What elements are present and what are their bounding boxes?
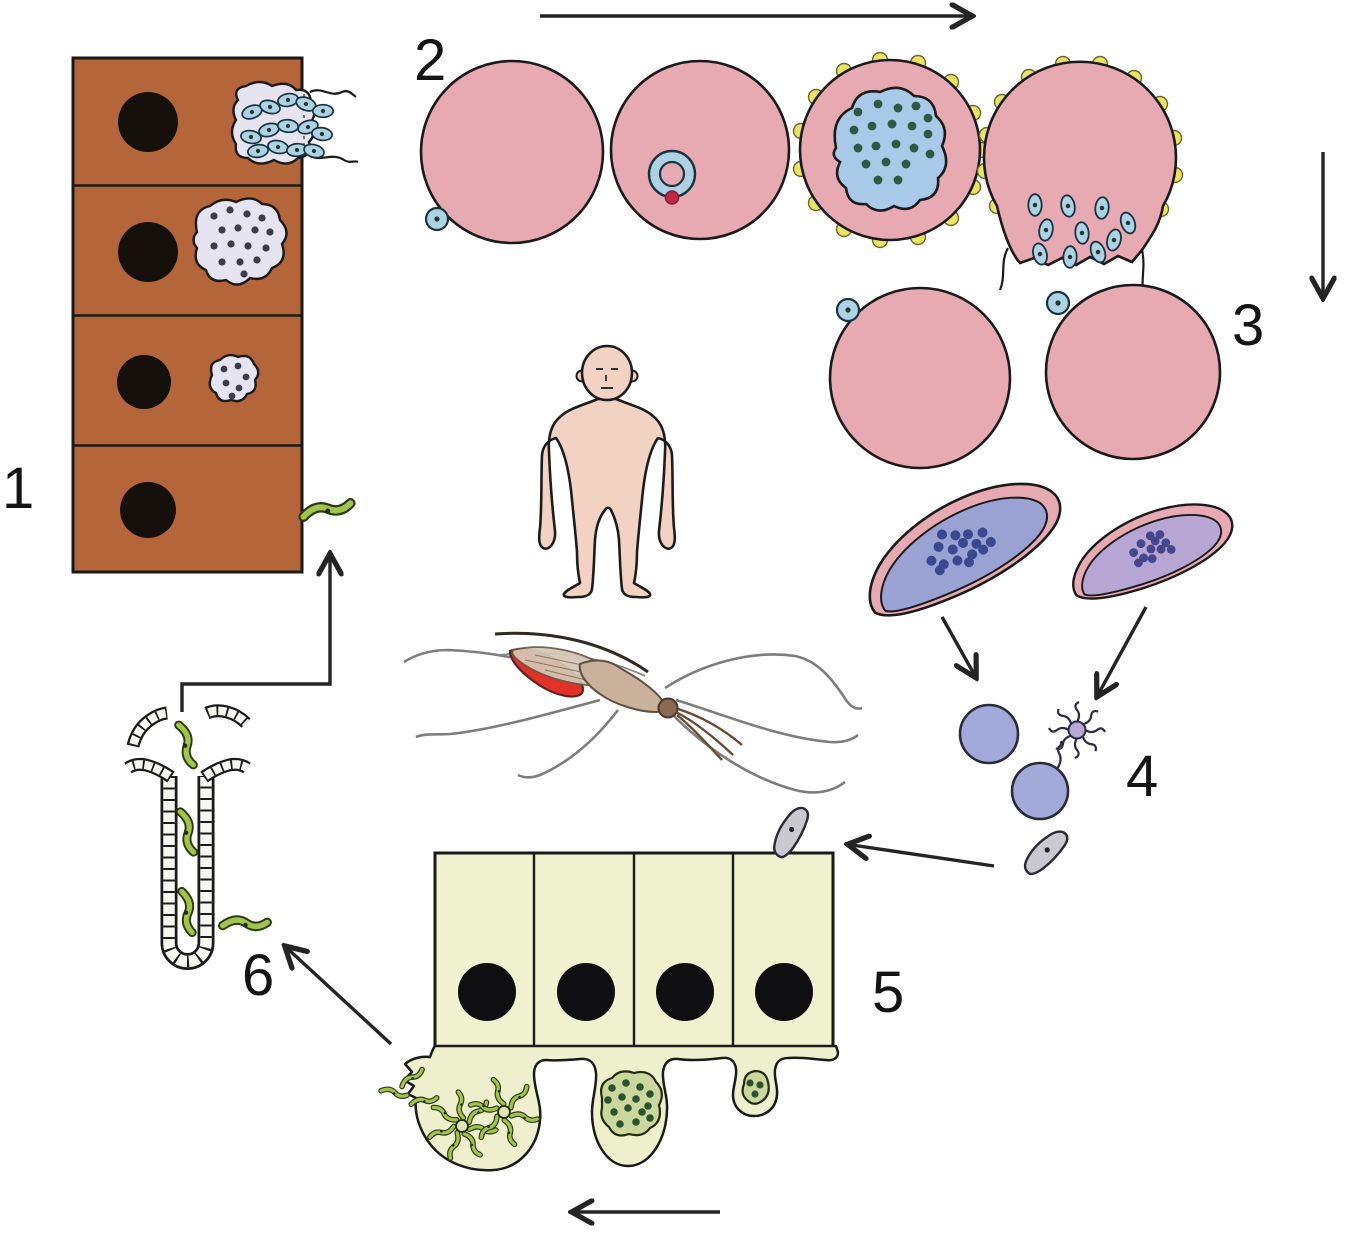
sporozoite-rosette (429, 1092, 496, 1158)
zygote-fertilization (1010, 740, 1070, 821)
sporozoite-at-liver (303, 503, 352, 517)
attaching-merozoite (835, 297, 861, 323)
human-body (537, 397, 677, 599)
liver-schizont-large (192, 197, 288, 286)
attaching-merozoite (424, 206, 450, 232)
oocyst-sporoblast (600, 1070, 663, 1137)
label-stage-2: 2 (414, 28, 446, 93)
label-stage-4: 4 (1126, 744, 1158, 809)
salivary-duct (124, 704, 251, 970)
midgut-nucleus (458, 963, 516, 1021)
rbc-schizont (792, 51, 990, 249)
arrow-microgametocyte-to-gamete (1099, 606, 1148, 693)
human-figure (537, 344, 677, 599)
arrow-ookinete-to-midgut (852, 845, 995, 868)
label-stage-5: 5 (872, 960, 904, 1025)
midgut-epithelium (433, 851, 835, 1052)
human-head (580, 344, 634, 402)
sporozoite-in-duct (180, 811, 194, 853)
hepatocyte-nucleus (120, 482, 176, 538)
label-stage-6: 6 (242, 943, 274, 1008)
rbc-gametocyte-infection-right (1044, 283, 1222, 461)
mosquito-thorax (578, 659, 665, 714)
label-stage-1: 1 (2, 456, 34, 521)
oocyst-ruptured-sporozoites (381, 1069, 537, 1158)
merosome-rupture (230, 80, 359, 165)
ookinete (1017, 824, 1075, 880)
mosquito (403, 631, 863, 794)
mosquito-antenna (494, 631, 649, 674)
mosquito-head (657, 697, 679, 719)
mosquito-legs (403, 648, 863, 794)
label-stage-3: 3 (1232, 293, 1264, 358)
duct-broken-segments (124, 704, 251, 783)
arrow-oocyst-to-sporozoite (288, 949, 393, 1046)
liver-cell-block (71, 56, 359, 574)
rbc-gametocyte-infection-left (828, 286, 1012, 470)
sporozoite-in-duct (182, 891, 193, 933)
exflagellating-microgamete (1048, 701, 1106, 759)
ring-chromatin-dot (664, 190, 680, 205)
arrow-sporozoite-to-liver (180, 558, 330, 712)
midgut-nucleus (656, 963, 714, 1021)
liver-schizont-small (208, 353, 260, 403)
midgut-nucleus (557, 963, 615, 1021)
basal-lamina-oocysts (381, 1044, 840, 1172)
rbc-ring-stage (609, 59, 791, 241)
macrogametocyte (868, 482, 1062, 617)
hepatocyte-nucleus (117, 355, 171, 409)
oocyst-young (741, 1069, 770, 1105)
hepatocyte-nucleus (118, 92, 178, 152)
rbc-with-merozoite (419, 59, 605, 245)
sporozoite-in-duct (179, 724, 194, 766)
hepatocyte-nucleus (118, 222, 178, 282)
midgut-nucleus (755, 963, 813, 1021)
sporozoite-free (223, 919, 267, 929)
duct-u-tube (160, 776, 215, 970)
rbc-rupturing (976, 55, 1184, 295)
torn-membrane-filament (309, 89, 357, 98)
mosquito-proboscis (675, 707, 743, 761)
sporozoite-rosette (471, 1079, 538, 1146)
microgametocyte (1072, 503, 1234, 600)
attaching-merozoite (1045, 290, 1071, 316)
trophozoite-mass (832, 86, 948, 212)
macrogamete (958, 703, 1020, 765)
arrow-macrogametocyte-to-gamete (940, 616, 974, 674)
